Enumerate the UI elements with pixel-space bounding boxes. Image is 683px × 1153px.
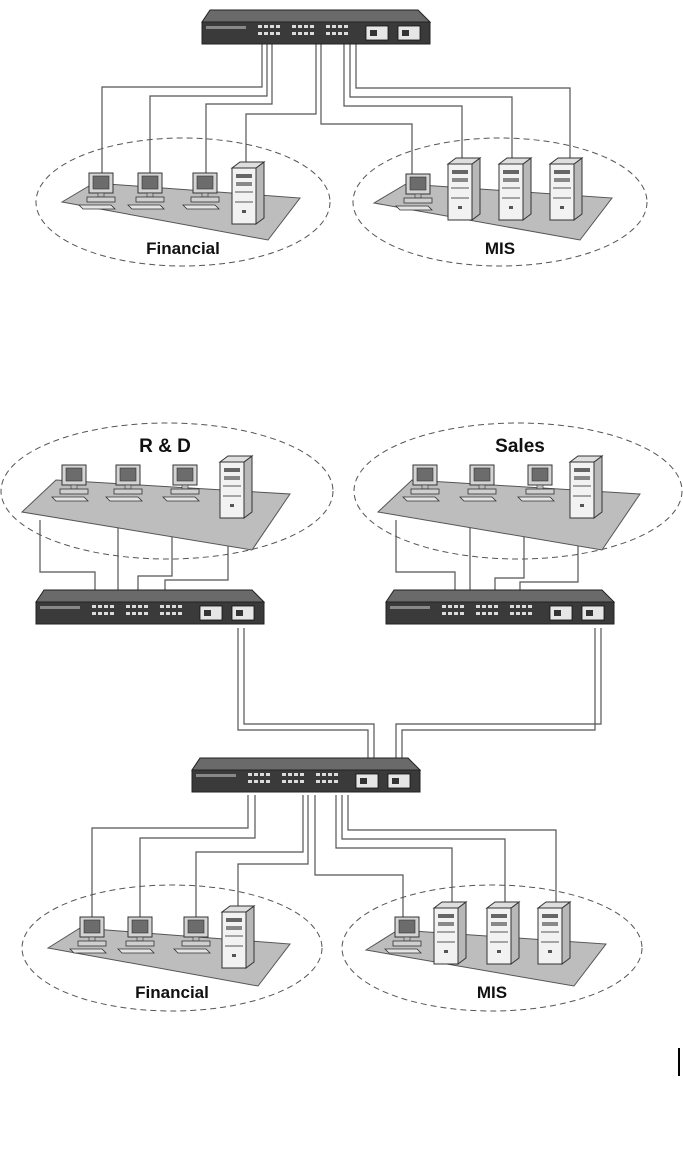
server-icon (448, 158, 480, 220)
server-icon (232, 162, 264, 224)
server-icon (570, 456, 602, 518)
group-r-and-d: R & D (1, 423, 333, 559)
server-icon (538, 902, 570, 964)
server-icon (220, 456, 252, 518)
group-label: Sales (495, 436, 545, 457)
group-label: Financial (146, 239, 220, 258)
network-cables (92, 795, 556, 930)
group-label: Financial (135, 983, 209, 1002)
diagram-2: R & D Sales Financial (1, 423, 682, 1011)
server-icon (487, 902, 519, 964)
group-mis: MIS (342, 885, 642, 1011)
group-financial: Financial (36, 138, 330, 266)
fiber-uplinks (238, 628, 601, 773)
server-icon (222, 906, 254, 968)
group-label: MIS (485, 239, 515, 258)
server-icon (434, 902, 466, 964)
group-label: MIS (477, 983, 507, 1002)
server-icon (499, 158, 531, 220)
group-financial: Financial (22, 885, 322, 1011)
group-mis: MIS (353, 138, 647, 266)
server-icon (550, 158, 582, 220)
group-sales: Sales (354, 423, 682, 559)
diagram-1: Financial MIS (36, 10, 647, 266)
workgroup-switch-sales (386, 590, 614, 624)
backbone-switch (192, 758, 420, 792)
group-label: R & D (139, 436, 191, 457)
backbone-switch (202, 10, 430, 44)
workgroup-switch-rnd (36, 590, 264, 624)
